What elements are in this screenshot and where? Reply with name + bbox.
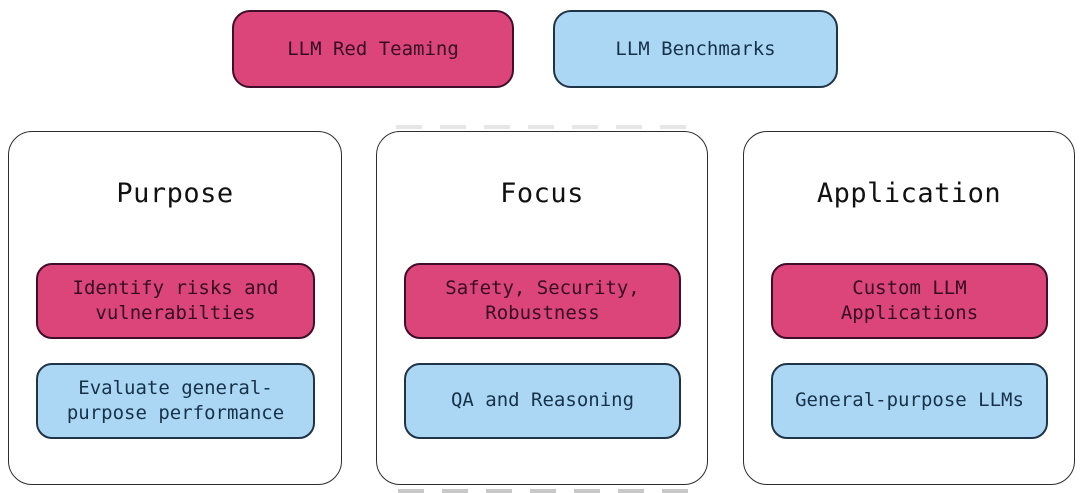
node-llm-benchmarks-label: LLM Benchmarks bbox=[615, 38, 776, 60]
focus-red-teaming-box: Safety, Security, Robustness bbox=[404, 263, 681, 339]
application-red-teaming-label: Custom LLM Applications bbox=[840, 276, 979, 324]
application-benchmarks-box: General-purpose LLMs bbox=[771, 363, 1048, 439]
column-application-title: Application bbox=[816, 178, 1002, 209]
node-llm-red-teaming: LLM Red Teaming bbox=[232, 10, 514, 88]
node-llm-red-teaming-label: LLM Red Teaming bbox=[287, 38, 459, 60]
column-purpose-title: Purpose bbox=[116, 178, 234, 209]
application-benchmarks-label: General-purpose LLMs bbox=[795, 389, 1024, 412]
purpose-red-teaming-label: Identify risks and vulnerabilties bbox=[72, 276, 279, 324]
column-focus: Focus Safety, Security, Robustness QA an… bbox=[376, 131, 708, 485]
focus-red-teaming-label: Safety, Security, Robustness bbox=[445, 276, 640, 324]
focus-benchmarks-label: QA and Reasoning bbox=[450, 389, 635, 412]
column-application: Application Custom LLM Applications Gene… bbox=[743, 131, 1075, 485]
column-purpose: Purpose Identify risks and vulnerabiltie… bbox=[8, 131, 342, 485]
purpose-benchmarks-label: Evaluate general-purpose performance bbox=[66, 376, 285, 424]
application-red-teaming-box: Custom LLM Applications bbox=[771, 263, 1048, 339]
cropped-connector-artifact-top bbox=[396, 125, 696, 129]
focus-benchmarks-box: QA and Reasoning bbox=[404, 363, 681, 439]
purpose-red-teaming-box: Identify risks and vulnerabilties bbox=[36, 263, 315, 339]
purpose-benchmarks-box: Evaluate general-purpose performance bbox=[36, 363, 315, 439]
cropped-text-artifact-bottom bbox=[398, 489, 694, 493]
column-focus-title: Focus bbox=[500, 178, 584, 209]
node-llm-benchmarks: LLM Benchmarks bbox=[553, 10, 838, 88]
